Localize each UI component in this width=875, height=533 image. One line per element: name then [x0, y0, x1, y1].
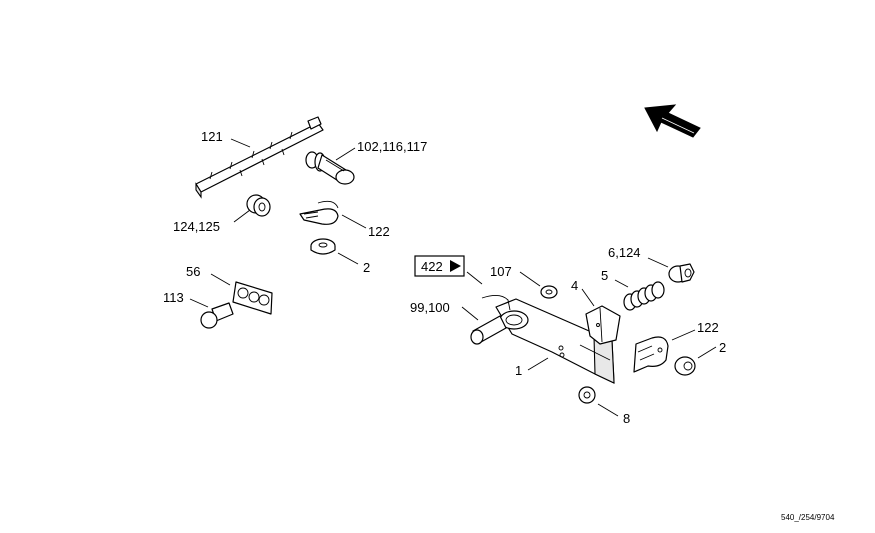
washer-part-124: [246, 194, 271, 217]
plate-part-4: [585, 305, 621, 345]
label-102-116-117: 102,116,117: [357, 139, 427, 154]
nut-part-8: [578, 386, 596, 404]
leader-lines: [189, 138, 717, 417]
label-121: 121: [201, 129, 223, 144]
label-107: 107: [490, 264, 512, 279]
label-99-100: 99,100: [410, 300, 450, 315]
rail-part-121: [195, 116, 324, 199]
direction-arrow-icon: [644, 104, 701, 138]
page-reference-box: 422: [414, 255, 465, 277]
drawing-reference: 540_/254/9704: [781, 513, 835, 522]
label-113: 113: [163, 290, 184, 305]
nut-part-6: [668, 263, 695, 283]
label-1: 1: [515, 363, 522, 378]
clamp-part-122a: [299, 200, 339, 225]
label-2-top: 2: [363, 260, 370, 275]
nut-part-2a: [310, 238, 336, 255]
washer-part-107: [540, 285, 558, 299]
arm-part-1: [495, 298, 615, 384]
pin-part-99: [470, 295, 511, 345]
nut-part-2b: [674, 356, 696, 376]
bolt-part-113: [200, 302, 234, 329]
label-122-assembly: 122: [697, 320, 719, 335]
label-56: 56: [186, 264, 200, 279]
label-122-top: 122: [368, 224, 390, 239]
label-4: 4: [571, 278, 578, 293]
spring-part-5: [623, 281, 665, 311]
label-124-125: 124,125: [173, 219, 220, 234]
play-triangle-icon: [450, 260, 461, 272]
label-422: 422: [421, 259, 443, 274]
bolt-part-102: [305, 151, 355, 185]
label-6-124: 6,124: [608, 245, 641, 260]
clamp-part-122b: [633, 336, 669, 373]
label-5: 5: [601, 268, 608, 283]
label-8: 8: [623, 411, 630, 426]
label-2-assembly: 2: [719, 340, 726, 355]
plate-part-56: [232, 281, 273, 315]
